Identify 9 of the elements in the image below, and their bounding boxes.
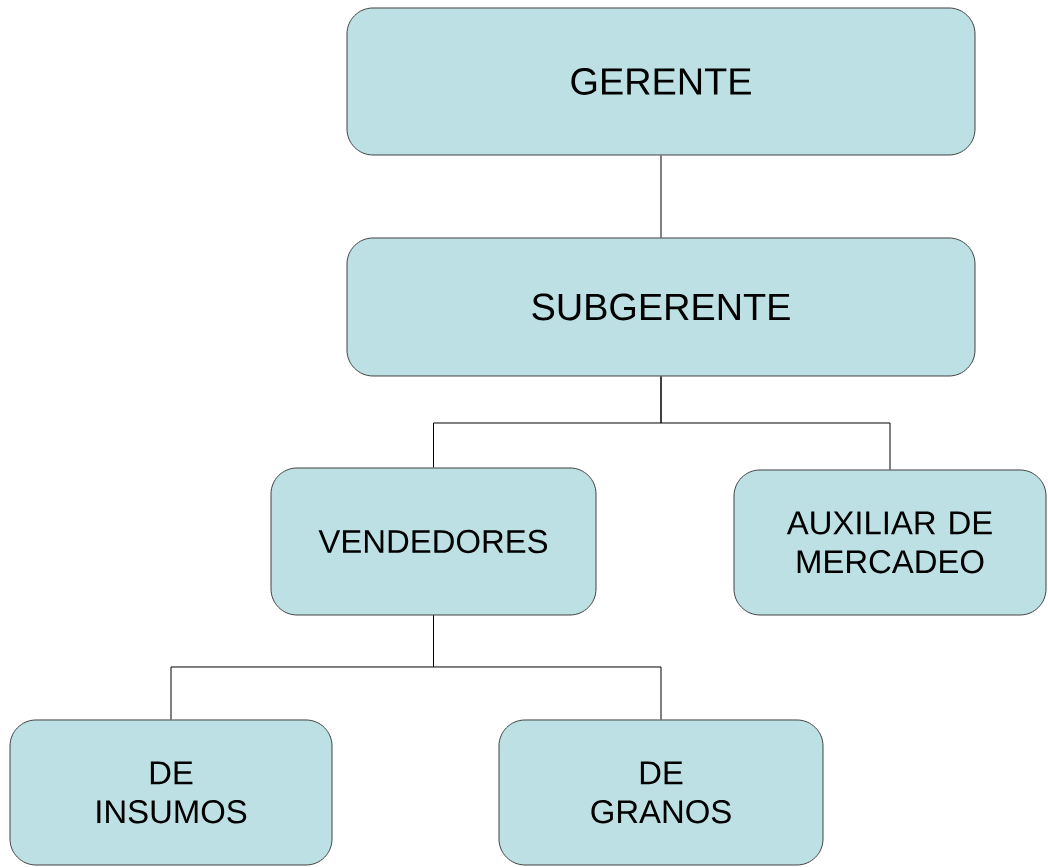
org-box: AUXILIAR DE MERCADEO bbox=[733, 469, 1047, 616]
org-box: VENDEDORES bbox=[270, 467, 597, 616]
org-box: SUBGERENTE bbox=[346, 237, 976, 377]
connector-line bbox=[660, 376, 891, 470]
org-box: DE GRANOS bbox=[498, 719, 824, 866]
connector-line bbox=[660, 155, 662, 238]
connector-line bbox=[433, 615, 662, 720]
org-box: GERENTE bbox=[346, 7, 976, 156]
org-box: DE INSUMOS bbox=[9, 719, 333, 866]
